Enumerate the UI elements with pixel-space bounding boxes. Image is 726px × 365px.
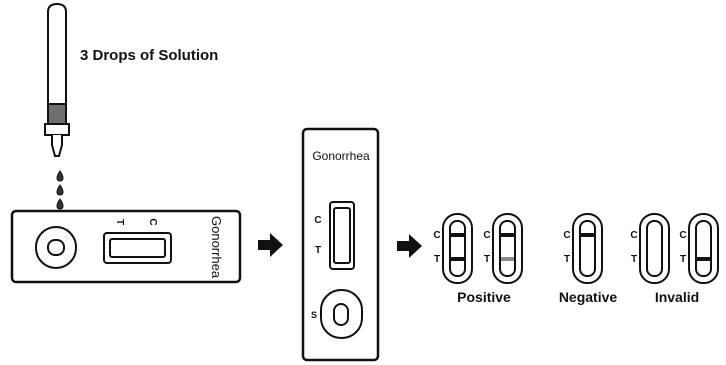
control-line (451, 233, 464, 237)
control-marker: C (630, 230, 637, 241)
strip-outer (572, 213, 603, 284)
result-strip (639, 213, 670, 284)
result-strip (492, 213, 523, 284)
brand-label: Gonorrhea (312, 149, 370, 163)
cassette-vertical (301, 127, 380, 362)
control-marker: C (433, 230, 440, 241)
dropper-tip (51, 135, 63, 157)
solution-drops (56, 170, 64, 210)
sample-well-inner (47, 239, 65, 256)
test-line (451, 257, 464, 261)
strip-outer (492, 213, 523, 284)
cassette-body (301, 127, 380, 362)
arrow-right-icon (258, 233, 283, 257)
strip-window (499, 220, 516, 277)
result-label-invalid: Invalid (655, 289, 699, 305)
result-strip (442, 213, 473, 284)
control-marker: C (563, 230, 570, 241)
strip-window (449, 220, 466, 277)
sample-well (35, 226, 77, 269)
control-marker: C (147, 218, 158, 225)
test-marker: T (434, 254, 440, 265)
dropper (44, 2, 70, 157)
control-line (501, 233, 514, 237)
result-window (103, 232, 172, 264)
control-marker: C (314, 215, 321, 226)
control-line (581, 233, 594, 237)
strip-window (646, 220, 663, 277)
result-window-inner (109, 238, 166, 258)
strip-window (695, 220, 712, 277)
test-marker: T (680, 254, 686, 265)
strip-outer (639, 213, 670, 284)
test-line (697, 257, 710, 261)
result-strip (688, 213, 719, 284)
test-marker: T (631, 254, 637, 265)
result-window (329, 201, 355, 270)
dropper-collar (44, 123, 70, 136)
result-strip (572, 213, 603, 284)
strip-outer (688, 213, 719, 284)
arrow-right-icon (397, 234, 422, 258)
test-line-faint (501, 257, 514, 261)
cassette-horizontal (10, 209, 242, 284)
test-marker: T (564, 254, 570, 265)
control-marker: C (679, 230, 686, 241)
strip-outer (442, 213, 473, 284)
drop (56, 170, 64, 182)
result-label-positive: Positive (457, 289, 511, 305)
control-marker: C (483, 230, 490, 241)
test-marker: T (315, 245, 321, 256)
sample-marker: S (311, 310, 317, 320)
result-label-negative: Negative (559, 289, 618, 305)
strip-window (579, 220, 596, 277)
dropper-band (47, 103, 67, 125)
cassette-body (10, 209, 242, 284)
drop (56, 184, 64, 196)
test-marker: T (484, 254, 490, 265)
sample-well-inner (333, 303, 349, 326)
test-marker: T (114, 219, 125, 225)
instruction-label: 3 Drops of Solution (80, 47, 218, 64)
brand-label: Gonorrhea (209, 216, 224, 279)
sample-well (320, 289, 363, 339)
result-window-inner (333, 207, 351, 264)
drop (56, 198, 64, 210)
